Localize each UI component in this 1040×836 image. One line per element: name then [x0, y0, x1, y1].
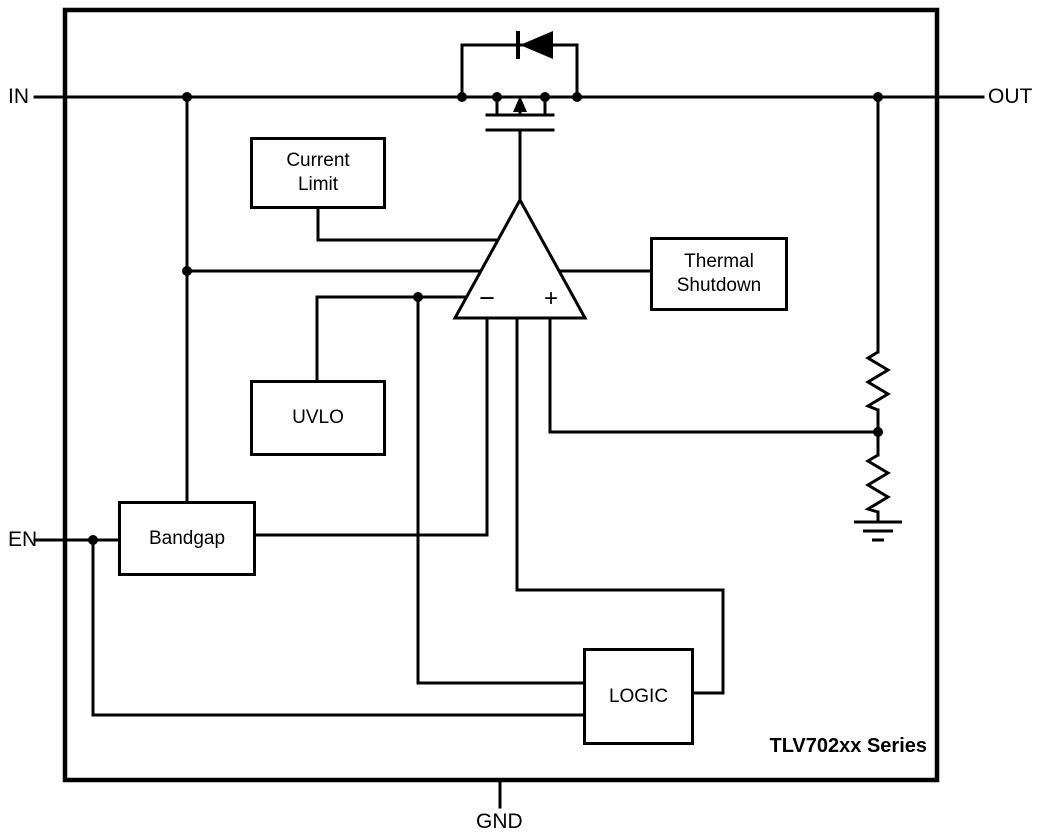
thermal-shutdown-label-line1: Thermal: [684, 251, 754, 273]
error-amplifier: − +: [452, 196, 588, 320]
transistor-body-arrow-icon: [513, 96, 527, 112]
junction-dot: [873, 92, 883, 102]
current-limit-block: Current Limit: [250, 137, 386, 209]
junction-dot: [88, 535, 98, 545]
junction-dot: [492, 92, 502, 102]
junction-dot: [182, 266, 192, 276]
amplifier-minus-label: −: [479, 283, 495, 313]
body-diode-icon: [516, 31, 553, 59]
wires: [33, 43, 985, 809]
feedback-resistor-divider: [864, 350, 891, 514]
ground-symbol-icon: [854, 520, 902, 542]
uvlo-label: UVLO: [292, 407, 344, 429]
uvlo-block: UVLO: [250, 380, 386, 456]
current-limit-label-line1: Current: [286, 150, 350, 172]
diode-triangle: [520, 31, 553, 59]
wire-current-limit-to-amp: [316, 207, 500, 242]
junction-dot: [457, 92, 467, 102]
wire-uvlo-to-logic: [416, 295, 585, 685]
resistor-top-icon: [864, 350, 891, 412]
thermal-shutdown-label-line2: Shutdown: [676, 275, 762, 296]
wire-uvlo-to-amp: [315, 295, 469, 382]
pass-transistor: [485, 95, 555, 202]
resistor-bottom-icon: [864, 453, 891, 514]
junction-dot: [182, 92, 192, 102]
bandgap-block: Bandgap: [118, 501, 256, 576]
pin-label-out: OUT: [988, 85, 1033, 108]
wire-feedback-to-plus: [548, 316, 880, 434]
current-limit-label-line2: Limit: [297, 174, 339, 195]
pin-label-en: EN: [8, 528, 38, 551]
pin-label-gnd: GND: [476, 810, 523, 833]
junction-dot: [413, 292, 423, 302]
ic-boundary: [62, 7, 940, 783]
logic-block: LOGIC: [583, 648, 694, 745]
logic-label: LOGIC: [608, 685, 669, 707]
pin-label-in: IN: [8, 85, 29, 108]
amplifier-plus-label: +: [544, 285, 558, 312]
junction-dot: [572, 92, 582, 102]
thermal-shutdown-block: Thermal Shutdown: [650, 237, 788, 311]
junction-dots: [88, 92, 883, 545]
bandgap-label: Bandgap: [148, 527, 226, 549]
junction-dot: [873, 427, 883, 437]
series-title: TLV702xx Series: [769, 735, 927, 757]
wire-bandgap-to-minus: [253, 316, 489, 537]
amplifier-triangle: [452, 196, 588, 320]
wire-logic-to-amp: [515, 316, 725, 695]
junction-dot: [540, 92, 550, 102]
wire-en-to-logic: [91, 538, 585, 717]
